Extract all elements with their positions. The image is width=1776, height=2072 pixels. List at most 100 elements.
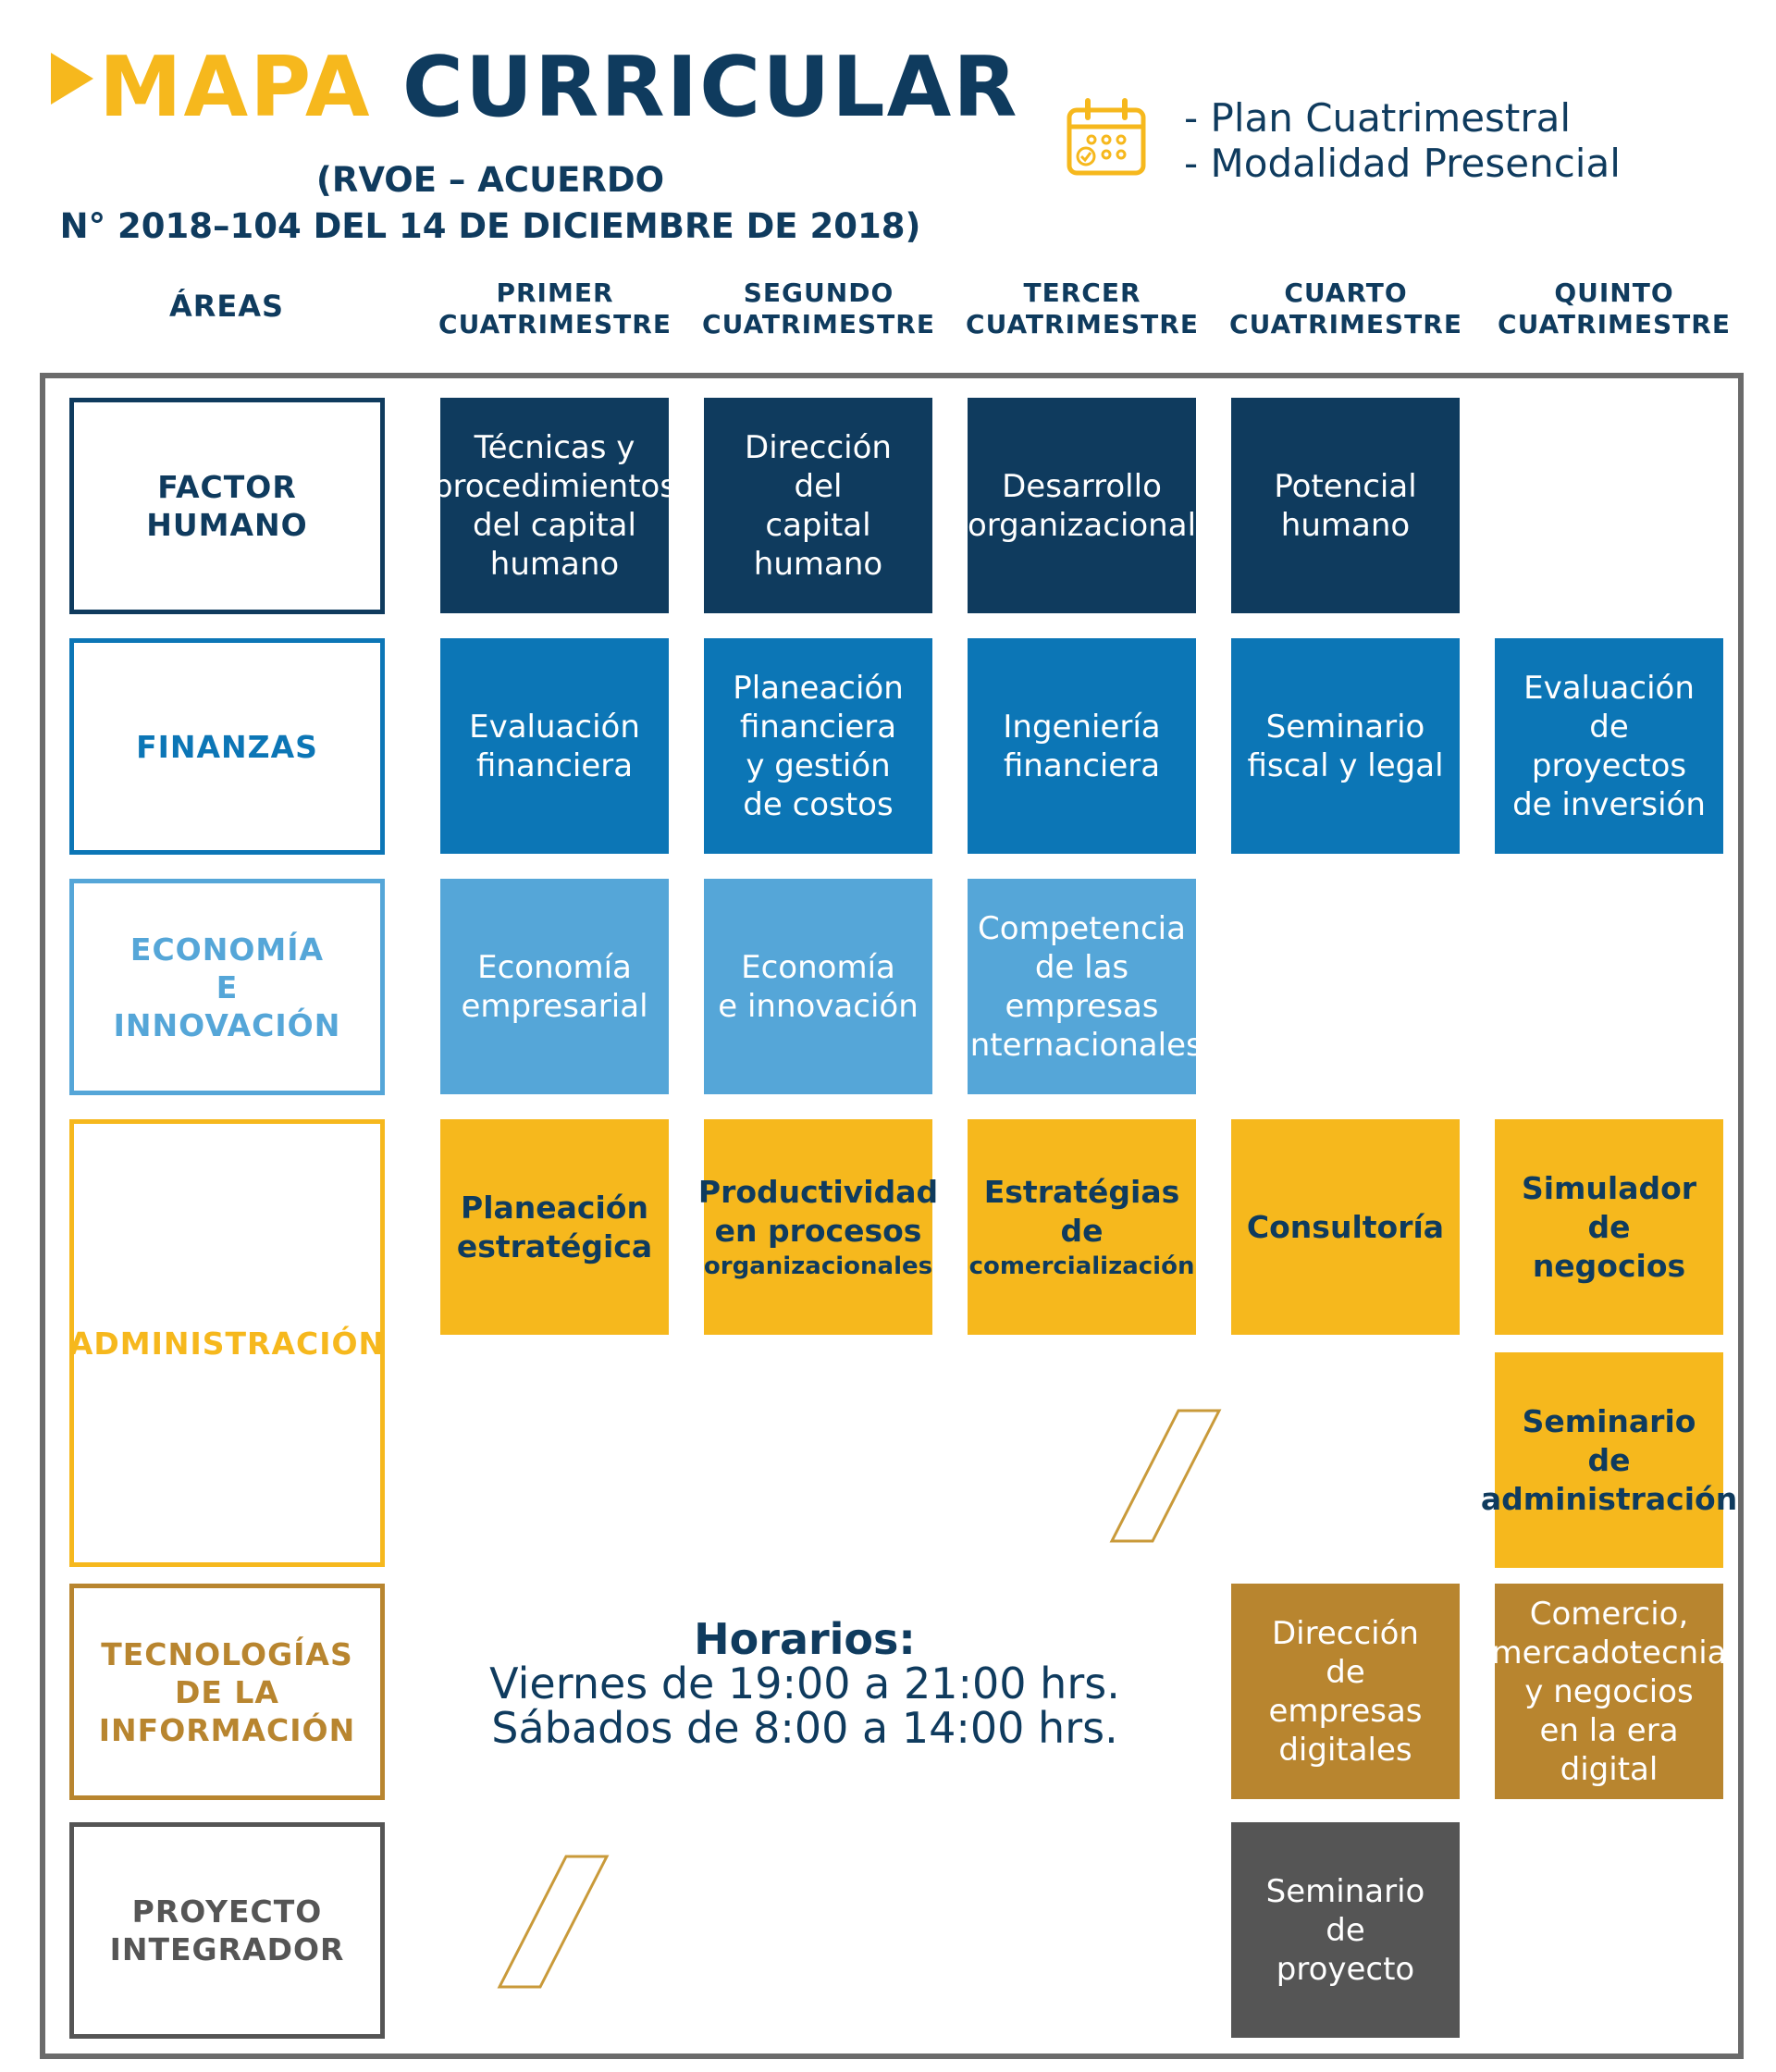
text-line: estratégica [456, 1227, 653, 1264]
text-line: de [1326, 1911, 1365, 1949]
text-line: de [1589, 708, 1629, 746]
decorative-parallelogram [497, 1855, 610, 1989]
text-line: CUATRIMESTRE [1498, 309, 1731, 339]
text-line: del capital [473, 506, 636, 544]
text-line: Dirección [1272, 1614, 1419, 1652]
text-line: digitales [1278, 1731, 1412, 1769]
text-line: CUARTO [1284, 278, 1408, 308]
text-line: FINANZAS [136, 728, 318, 765]
text-lines: Consultoría [1247, 1208, 1444, 1247]
text-line: de [1587, 1208, 1631, 1245]
text-line: de inversión [1512, 785, 1706, 823]
text-line: E [216, 968, 239, 1005]
text-line: de [1326, 1653, 1365, 1691]
text-line: Economía [741, 948, 895, 986]
text-line: PRIMER [496, 278, 614, 308]
text-line: del [794, 467, 843, 505]
text-line: Seminario [1265, 1872, 1425, 1910]
text-line: mercadotecnia [1491, 1634, 1727, 1671]
title-word-mapa: MAPA [99, 39, 372, 136]
text-lines: ADMINISTRACIÓN [69, 1325, 385, 1363]
text-line: en la era [1539, 1711, 1679, 1749]
text-line: organizacional [967, 506, 1197, 544]
text-line: humano [753, 545, 883, 583]
text-line: y gestión [746, 746, 891, 784]
text-line: HUMANO [146, 507, 308, 543]
text-line: QUINTO [1554, 278, 1674, 308]
text-line: negocios [1532, 1247, 1686, 1284]
plan-line: - Plan Cuatrimestral [1184, 95, 1572, 141]
text-line: TECNOLOGÍAS [101, 1635, 353, 1672]
text-line: proyecto [1276, 1950, 1415, 1988]
text-lines: FINANZAS [136, 728, 318, 766]
calendar-icon [1067, 98, 1146, 176]
schedule-title: Horarios: [694, 1614, 916, 1664]
text-line: empresarial [461, 987, 648, 1025]
text-line: Economía [477, 948, 632, 986]
area-finanzas: FINANZAS [69, 638, 385, 855]
decorative-parallelogram [1109, 1409, 1222, 1543]
text-line: Potencial [1274, 467, 1417, 505]
text-line: Simulador [1521, 1169, 1697, 1206]
text-line: Planeación [461, 1189, 648, 1226]
text-line: Evaluación [469, 708, 640, 746]
text-line: Evaluación [1523, 669, 1695, 707]
title-word-curricular: CURRICULAR [401, 39, 1019, 136]
plan-line: - Modalidad Presencial [1184, 141, 1621, 186]
text-line: digital [1560, 1750, 1659, 1788]
schedule-info: Horarios: Viernes de 19:00 a 21:00 hrs. … [481, 1617, 1128, 1750]
text-line: SEGUNDO [743, 278, 894, 308]
subtitle-line: N° 2018–104 DEL 14 DE DICIEMBRE DE 2018) [59, 206, 921, 246]
schedule-line: Viernes de 19:00 a 21:00 hrs. [489, 1659, 1120, 1708]
text-line: proyectos [1531, 746, 1687, 784]
text-line: Competencia [978, 909, 1186, 947]
text-line: de [1587, 1441, 1631, 1478]
text-line: Consultoría [1246, 1208, 1445, 1245]
text-line: FACTOR [157, 469, 297, 505]
course-consultoria: Consultoría [1231, 1119, 1460, 1335]
text-line: PROYECTO [131, 1893, 323, 1930]
text-line: DE LA [174, 1673, 279, 1710]
text-line: Estratégias [983, 1173, 1180, 1210]
text-line: e innovación [718, 987, 919, 1025]
text-line: INNOVACIÓN [113, 1006, 341, 1043]
text-line: en procesos [714, 1212, 922, 1249]
